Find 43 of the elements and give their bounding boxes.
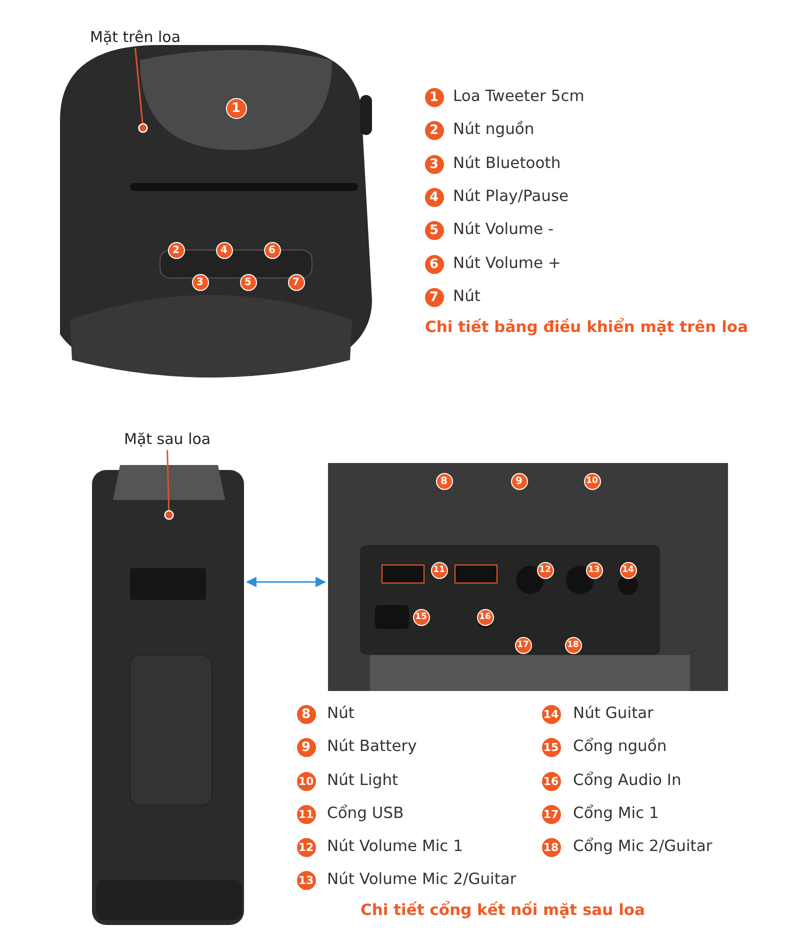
part-name: Cổng Mic 2/Guitar [573, 837, 712, 855]
callout-number: 9 [296, 736, 316, 758]
callout-number: 12 [296, 836, 316, 858]
callout-number: 11 [296, 804, 316, 824]
part-name: Nút Volume Mic 1 [327, 837, 463, 855]
callout-number: 8 [296, 704, 316, 724]
section-heading: Chi tiết cổng kết nối mặt sau loa [360, 901, 645, 919]
callout-number: 1 [424, 86, 444, 108]
callout-number: 5 [424, 220, 444, 240]
callout-number: 18 [540, 836, 562, 858]
part-name: Cổng Mic 1 [573, 804, 659, 822]
part-name: Nút Bluetooth [453, 154, 561, 172]
callout-number: 2 [424, 120, 444, 140]
part-name: Nút [453, 287, 480, 305]
part-name: Nút Battery [327, 737, 417, 755]
part-name: Nút Light [327, 771, 398, 789]
section-label: Mặt trên loa [90, 28, 181, 46]
part-name: Nút Volume Mic 2/Guitar [327, 870, 516, 888]
part-name: Loa Tweeter 5cm [453, 87, 584, 105]
callout-number: 17 [540, 804, 562, 824]
callout-number: 3 [424, 154, 444, 174]
callout-number: 14 [540, 704, 562, 724]
part-name: Nút Volume - [453, 220, 554, 238]
callout-number: 4 [424, 186, 444, 208]
part-name: Cổng USB [327, 804, 404, 822]
part-name: Nút [327, 704, 354, 722]
part-name: Cổng nguồn [573, 737, 667, 755]
part-name: Nút Play/Pause [453, 187, 569, 205]
callout-number: 16 [540, 770, 562, 792]
callout-number: 10 [296, 770, 316, 792]
part-name: Nút Guitar [573, 704, 654, 722]
part-name: Cổng Audio In [573, 771, 682, 789]
leader-line [134, 48, 148, 133]
section-label: Mặt sau loa [124, 430, 211, 448]
leader-line [164, 450, 174, 520]
part-name: Nút Volume + [453, 254, 561, 272]
callout-number: 6 [424, 254, 444, 274]
section-heading: Chi tiết bảng điều khiển mặt trên loa [425, 318, 748, 336]
callout-number: 7 [424, 286, 444, 308]
callout-number: 13 [296, 870, 316, 890]
arrow [246, 576, 326, 588]
callout-number: 15 [540, 736, 562, 758]
part-name: Nút nguồn [453, 120, 534, 138]
